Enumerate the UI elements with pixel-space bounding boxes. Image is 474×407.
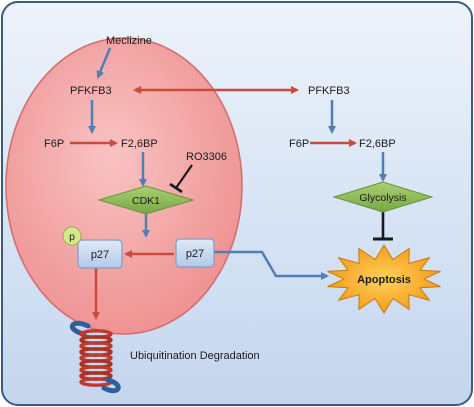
- node-ubiquitination-degradation: Ubiquitination Degradation: [130, 350, 260, 362]
- apoptosis-label: Apoptosis: [357, 274, 411, 286]
- phospho-badge: [62, 226, 82, 246]
- node-p27: p27: [175, 238, 215, 268]
- coil-bottom-hook: [101, 377, 121, 394]
- cdk1-label: CDK1: [132, 195, 160, 207]
- node-glycolysis: Glycolysis: [332, 181, 434, 213]
- p27p-label: p27: [91, 249, 109, 261]
- node-ro3306: RO3306: [186, 151, 227, 163]
- glycolysis-label: Glycolysis: [359, 192, 406, 204]
- inhibitor-ro3306: [175, 164, 193, 189]
- node-p27-phosphorylated: p27 p: [62, 226, 123, 269]
- node-f6p-left: F6P: [44, 138, 64, 150]
- glycolysis-diamond-shape: [332, 181, 434, 213]
- node-cdk1: CDK1: [97, 185, 195, 215]
- phospho-badge-label: p: [69, 231, 75, 243]
- p27-label: p27: [186, 248, 204, 260]
- arrow-p27-to-apoptosis: [214, 250, 329, 280]
- coil-rings: [79, 329, 113, 387]
- inhibitor-ro3306-bar: [169, 182, 183, 194]
- node-pfkfb3-right: PFKFB3: [308, 85, 350, 97]
- node-pfkfb3-left: PFKFB3: [70, 85, 112, 97]
- apoptosis-starburst: [327, 244, 441, 314]
- arrow-meclizine-to-pfkfb3: [96, 47, 112, 79]
- p27p-box: [77, 239, 123, 269]
- cell-ellipse: [5, 37, 243, 335]
- node-f26bp-right: F2,6BP: [359, 138, 396, 150]
- p27-box: [175, 238, 215, 268]
- node-f26bp-left: F2,6BP: [121, 138, 158, 150]
- node-apoptosis: Apoptosis: [327, 244, 441, 314]
- node-meclizine: Meclizine: [106, 35, 152, 47]
- cdk1-diamond-shape: [97, 185, 195, 215]
- ubiquitin-coil-icon: [70, 320, 121, 394]
- node-f6p-right: F6P: [289, 138, 309, 150]
